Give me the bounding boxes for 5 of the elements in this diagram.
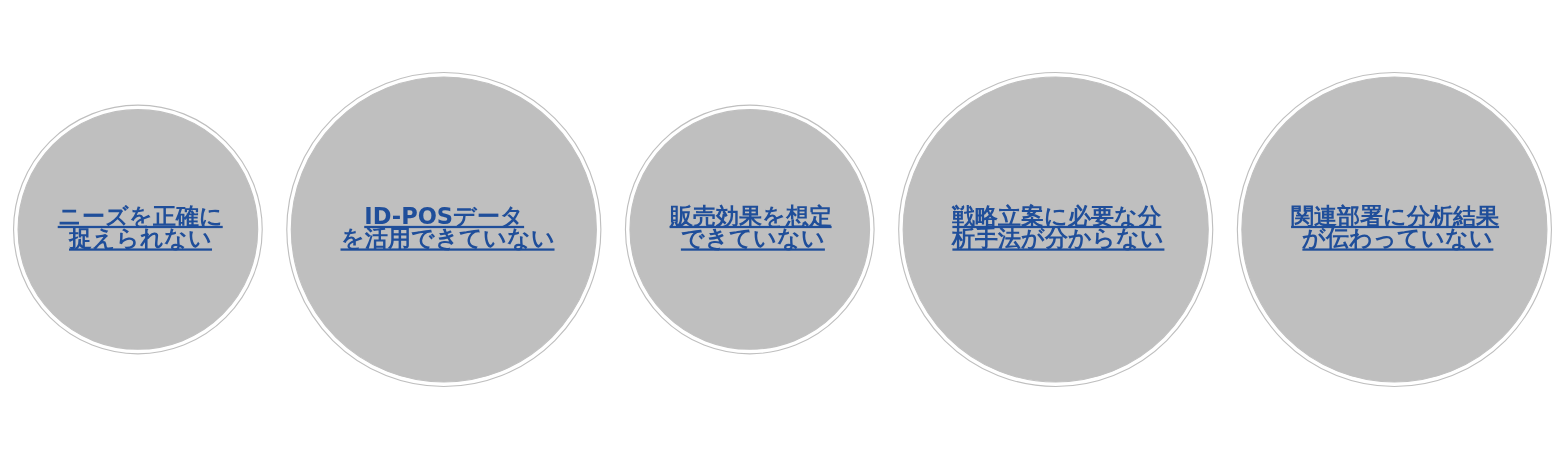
node-circle: 戦略立案に必要な分析手法が分からない — [898, 71, 1214, 388]
node-circle: 関連部署に分析結果が伝わっていない — [1236, 71, 1552, 388]
node-circle: 販売効果を想定できていない — [624, 104, 875, 355]
node-circle: ニーズを正確に捉えられない — [13, 104, 263, 355]
node-circle: ID-POSデータを活用できていない — [286, 71, 602, 388]
